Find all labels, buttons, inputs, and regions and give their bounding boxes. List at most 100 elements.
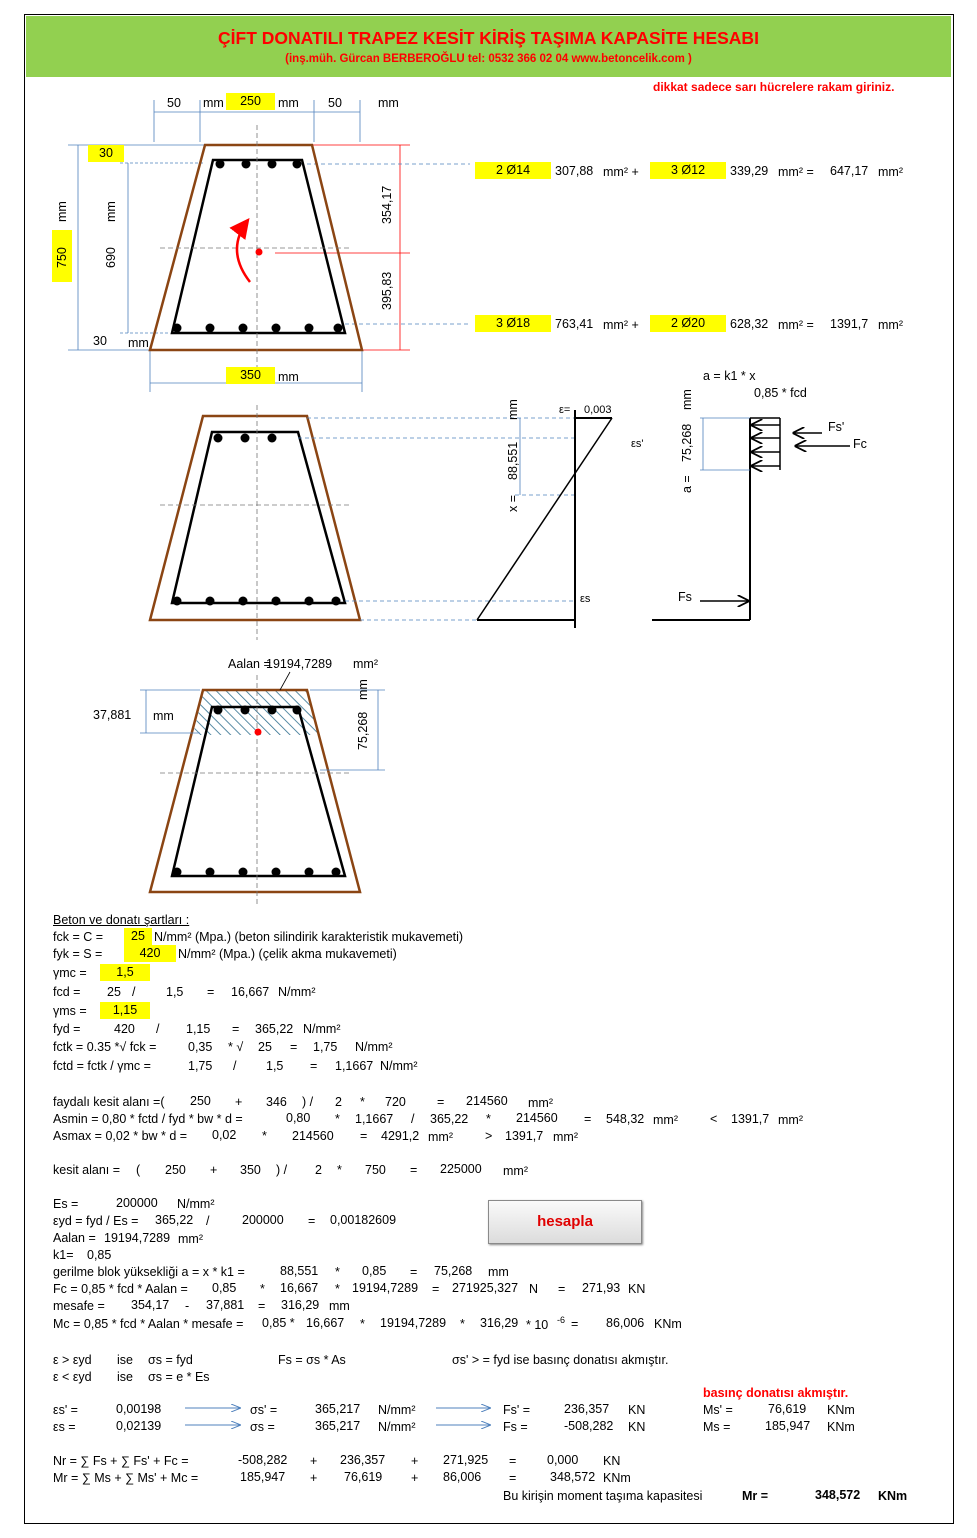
- fctd-unit: N/mm²: [380, 1059, 418, 1073]
- unit-label: mm² +: [603, 165, 639, 179]
- fyd-op: /: [156, 1022, 160, 1036]
- fctk-eq: =: [290, 1040, 298, 1054]
- input-cover-top[interactable]: 30: [88, 145, 124, 162]
- ka-d: 750: [365, 1163, 386, 1177]
- fsp-label: Fs' =: [503, 1403, 531, 1417]
- fcd-eq: =: [207, 985, 215, 999]
- page-title: ÇİFT DONATILI TRAPEZ KESİT KİRİŞ TAŞIMA …: [218, 28, 759, 48]
- dim-unit: mm: [104, 201, 118, 222]
- es-label: Es =: [53, 1197, 79, 1211]
- fc-formula-label: Fc = 0,85 * fcd * Aalan =: [53, 1282, 188, 1296]
- fyd-a: 420: [114, 1022, 135, 1036]
- top-rebar-total: 647,17: [830, 164, 869, 178]
- input-gmc[interactable]: 1,5: [100, 964, 150, 981]
- unit-label: mm² =: [778, 318, 814, 332]
- input-top-rebar-2[interactable]: 3 Ø12: [650, 162, 726, 179]
- nr-plus2: +: [411, 1454, 419, 1468]
- mesafe-eq: =: [258, 1299, 266, 1313]
- fck-label: fck = C =: [53, 930, 104, 944]
- rule1-c: σs = fyd: [148, 1353, 193, 1367]
- mesafe-b: 37,881: [206, 1298, 245, 1312]
- asmin-eq: =: [584, 1112, 592, 1126]
- conditions-heading: Beton ve donatı şartları :: [53, 913, 190, 927]
- section-1: [68, 100, 470, 392]
- gby-b: 0,85: [362, 1264, 387, 1278]
- fctd-label: fctd = fctk / γmc =: [53, 1059, 151, 1073]
- ss-label: σs =: [250, 1420, 275, 1434]
- input-bottom-width[interactable]: 350: [226, 367, 275, 384]
- nr-eq: =: [509, 1454, 517, 1468]
- nr-b: 236,357: [340, 1453, 386, 1467]
- es-value: 200000: [116, 1196, 158, 1210]
- top-rebar-1-area: 307,88: [555, 164, 594, 178]
- hesapla-button[interactable]: hesapla: [488, 1200, 642, 1244]
- bottom-rebar-total: 1391,7: [830, 317, 869, 331]
- gmc-label: γmc =: [53, 966, 87, 980]
- eyd-result: 0,00182609: [330, 1213, 397, 1227]
- fctd-result: 1,1667: [335, 1059, 374, 1073]
- fctk-a: 0,35: [188, 1040, 213, 1054]
- a-value: 75,268: [356, 711, 370, 750]
- input-fck[interactable]: 25: [124, 928, 152, 945]
- asmax-compare: 1391,7: [505, 1129, 544, 1143]
- mc-exp: -6: [557, 1315, 566, 1325]
- fc-b: 16,667: [280, 1281, 319, 1295]
- unit-label: mm²: [503, 1164, 528, 1178]
- fctk-result: 1,75: [313, 1040, 338, 1054]
- asmax-gt: >: [485, 1129, 493, 1143]
- input-fyk[interactable]: 420: [124, 945, 176, 962]
- unit-label: mm²: [878, 165, 903, 179]
- fk-a: 250: [190, 1094, 211, 1108]
- dim-unit: mm: [278, 370, 299, 384]
- es-s-value: 0,02139: [116, 1419, 162, 1433]
- mesafe-result: 316,29: [281, 1298, 320, 1312]
- fs-value: -508,282: [564, 1419, 614, 1433]
- gby-result: 75,268: [434, 1264, 473, 1278]
- fk-b: 346: [266, 1095, 287, 1109]
- mesafe-op: -: [185, 1299, 190, 1313]
- capacity-label: Bu kirişin moment taşıma kapasitesi: [503, 1489, 703, 1503]
- dim-right-offset: 50: [328, 96, 342, 110]
- eyd-label: εyd = fyd / Es =: [53, 1214, 139, 1228]
- input-bottom-rebar-1[interactable]: 3 Ø18: [475, 315, 551, 332]
- input-gms[interactable]: 1,15: [100, 1002, 150, 1019]
- page-subtitle: (inş.müh. Gürcan BERBEROĞLU tel: 0532 36…: [285, 53, 692, 65]
- fctk-b: 25: [258, 1040, 272, 1054]
- a-label: a =: [680, 475, 694, 493]
- rule1-b: ise: [117, 1353, 133, 1367]
- fck-desc: N/mm² (Mpa.) (beton silindirik karakteri…: [154, 930, 464, 944]
- ka-mul: *: [337, 1163, 342, 1177]
- mc-unit: KNm: [654, 1317, 682, 1331]
- asmax-b: 214560: [292, 1129, 334, 1143]
- input-top-rebar-1[interactable]: 2 Ø14: [475, 162, 551, 179]
- gms-label: γms =: [53, 1004, 87, 1018]
- fs-label: Fs: [678, 590, 692, 604]
- dim-unit: mm: [378, 96, 399, 110]
- esp-label: εs' =: [53, 1403, 78, 1417]
- ka-eq: =: [410, 1163, 418, 1177]
- fk-c: 2: [335, 1095, 342, 1109]
- input-bottom-rebar-2[interactable]: 2 Ø20: [650, 315, 726, 332]
- dim-lower-distance: 395,83: [380, 271, 394, 310]
- mr-label: Mr = ∑ Ms + ∑ Ms' + Mc =: [53, 1471, 199, 1485]
- fyk-label: fyk = S =: [53, 947, 103, 961]
- fctd-op: /: [233, 1059, 237, 1073]
- fc-c: 19194,7289: [352, 1281, 419, 1295]
- unit-label: mm² =: [778, 165, 814, 179]
- gby-mul: *: [335, 1265, 340, 1279]
- mc-result: 86,006: [606, 1316, 645, 1330]
- input-top-width[interactable]: 250: [226, 93, 275, 110]
- msp-label: Ms' =: [703, 1403, 733, 1417]
- aalan-unit: mm²: [353, 657, 378, 671]
- fcd-a: 25: [107, 985, 121, 999]
- unit-label: KNm: [827, 1403, 855, 1417]
- fk-unit: mm²: [528, 1096, 553, 1110]
- capacity-value: 348,572: [815, 1488, 861, 1502]
- ss-value: 365,217: [315, 1419, 361, 1433]
- asmin-lt: <: [710, 1112, 718, 1126]
- unit-label: mm²: [553, 1130, 578, 1144]
- asmax-mul: *: [262, 1129, 267, 1143]
- input-height-box[interactable]: [52, 230, 72, 282]
- dim-left-offset: 50: [167, 96, 181, 110]
- fcd-unit: N/mm²: [278, 985, 316, 999]
